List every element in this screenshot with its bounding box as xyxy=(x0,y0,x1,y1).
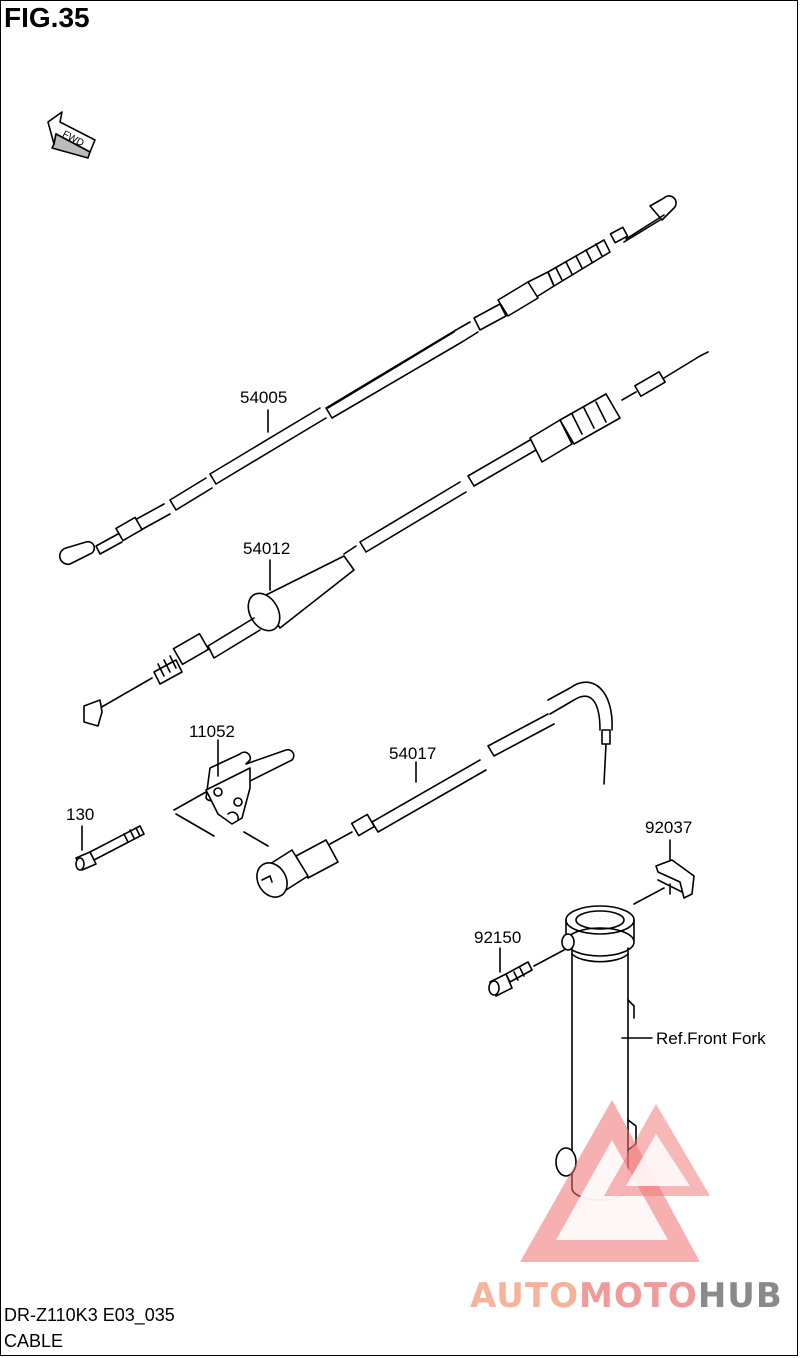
part-label-54005: 54005 xyxy=(240,388,288,407)
part-label-92150: 92150 xyxy=(474,928,522,947)
model-code: DR-Z110K3 E03_035 xyxy=(4,1305,175,1325)
cable-54017 xyxy=(243,681,613,898)
reference-label: Ref.Front Fork xyxy=(656,1029,766,1048)
section-name: CABLE xyxy=(4,1331,64,1351)
part-label-130: 130 xyxy=(66,805,95,824)
bracket-11052 xyxy=(173,739,295,837)
cable-54012 xyxy=(83,351,709,727)
watermark-moto: MOTO xyxy=(578,1276,698,1316)
part-label-54012: 54012 xyxy=(243,539,291,558)
clamp-92037 xyxy=(633,839,695,905)
bolt-130 xyxy=(75,825,145,871)
part-label-11052: 11052 xyxy=(189,722,236,741)
watermark-triangle xyxy=(520,1100,710,1262)
watermark-hub: HUB xyxy=(697,1276,783,1316)
bolt-92150 xyxy=(488,947,565,997)
figure-title: FIG.35 xyxy=(4,2,90,33)
part-label-92037: 92037 xyxy=(645,818,693,837)
watermark-auto: AUTO xyxy=(470,1276,579,1316)
watermark-text: AUTOMOTOHUB xyxy=(470,1276,783,1316)
part-label-54017: 54017 xyxy=(389,744,437,763)
fwd-arrow-icon: FWD xyxy=(47,111,96,159)
cable-54005 xyxy=(58,195,677,566)
